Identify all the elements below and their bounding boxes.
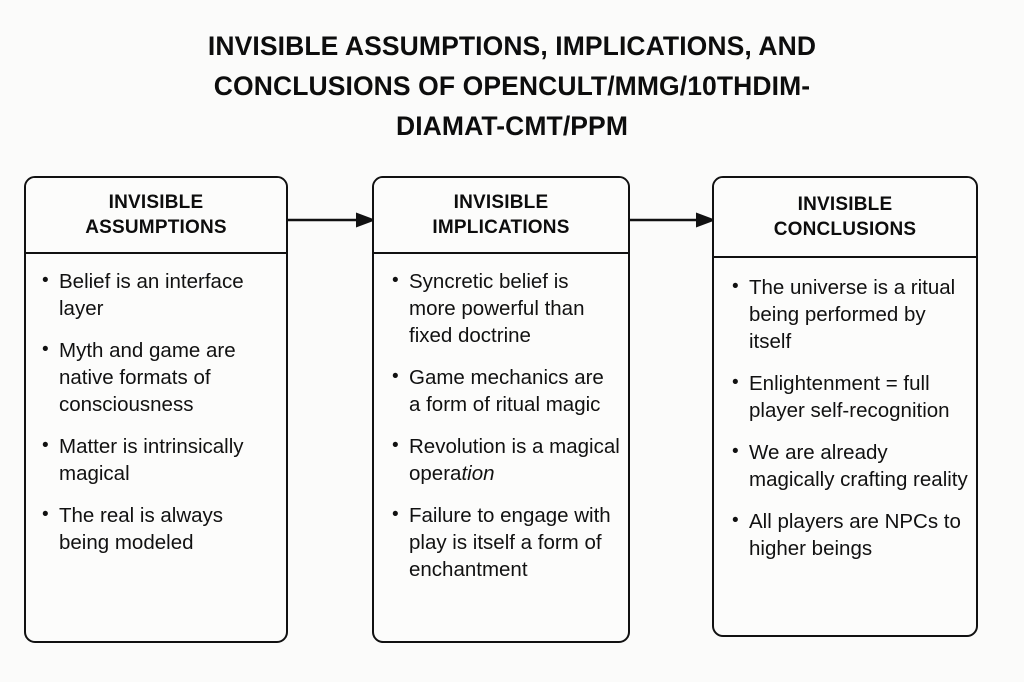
page-title-line-1: INVISIBLE ASSUMPTIONS, IMPLICATIONS, AND [207,31,817,61]
box-header-invisible-implications: INVISIBLE IMPLICATIONS [374,178,628,254]
box-header-line-2: ASSUMPTIONS [85,217,227,238]
list-item: Myth and game are native formats of cons… [40,336,274,418]
box-body-invisible-implications: Syncretic belief is more powerful than f… [374,254,628,593]
bullet-list-assumptions: Belief is an interface layer Myth and ga… [40,267,274,556]
list-item: Failure to engage with play is itself a … [390,501,620,583]
list-item: The universe is a ritual being performed… [730,273,968,355]
box-header-invisible-assumptions: INVISIBLE ASSUMPTIONS [26,178,286,254]
box-header-invisible-conclusions: INVISIBLE CONCLUSIONS [714,178,976,258]
list-item: Revolution is a magical operation [390,432,620,487]
page-title: INVISIBLE ASSUMPTIONS, IMPLICATIONS, AND… [112,26,912,146]
list-item-text: Revolution is a magical opera [409,435,620,485]
box-invisible-implications[interactable]: INVISIBLE IMPLICATIONS Syncretic belief … [372,176,630,643]
list-item: Enlightenment = full player self-recogni… [730,369,968,424]
box-invisible-assumptions[interactable]: INVISIBLE ASSUMPTIONS Belief is an inter… [24,176,288,643]
list-item-italic-suffix: tion [461,462,495,485]
bullet-list-implications: Syncretic belief is more powerful than f… [390,267,620,583]
list-item: Game mechanics are a form of ritual magi… [390,363,620,418]
box-header-line-2: CONCLUSIONS [773,219,917,240]
list-item: Matter is intrinsically magical [40,432,274,487]
box-header-line-2: IMPLICATIONS [432,217,570,238]
list-item: Belief is an interface layer [40,267,274,322]
bullet-list-conclusions: The universe is a ritual being performed… [730,273,968,562]
box-header-line-1: INVISIBLE [797,194,893,215]
arrow-implications-to-conclusions-icon [628,206,716,234]
list-item: The real is always being modeled [40,501,274,556]
box-header-line-1: INVISIBLE [108,192,204,213]
list-item: We are already magically crafting realit… [730,438,968,493]
box-body-invisible-assumptions: Belief is an interface layer Myth and ga… [26,254,286,566]
page-title-line-2: CONCLUSIONS OF OPENCULT/MMG/10THDIM- [213,71,811,101]
box-body-invisible-conclusions: The universe is a ritual being performed… [714,258,976,572]
arrow-assumptions-to-implications-icon [286,206,376,234]
page-title-line-3: DIAMAT-CMT/PPM [395,111,629,141]
list-item: All players are NPCs to higher beings [730,507,968,562]
list-item: Syncretic belief is more powerful than f… [390,267,620,349]
box-header-line-1: INVISIBLE [453,192,549,213]
box-invisible-conclusions[interactable]: INVISIBLE CONCLUSIONS The universe is a … [712,176,978,637]
